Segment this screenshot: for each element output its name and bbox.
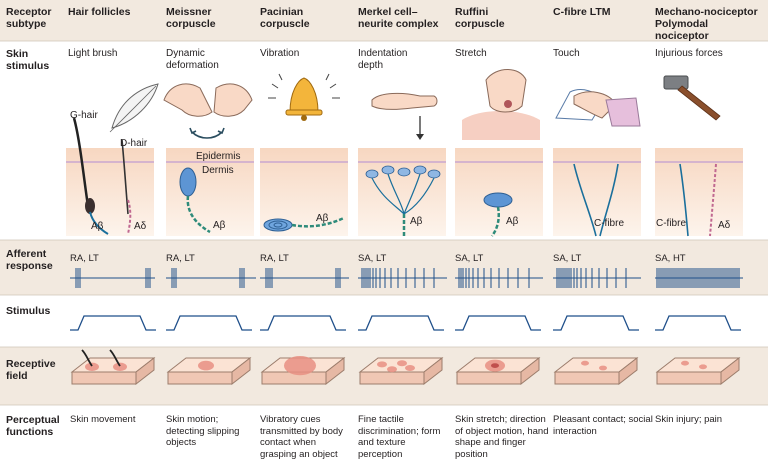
stimulus-indentation-depth: Indentation depth (358, 48, 408, 71)
receptive-spot (681, 360, 689, 366)
col-head-hair-follicles: Hair follicles (68, 6, 131, 18)
response-band (0, 240, 768, 295)
receptive-spot (85, 362, 99, 371)
stimulus-trace (70, 315, 156, 331)
skin-section-merkel (358, 148, 446, 236)
response-merkel: SA, LT (358, 253, 387, 264)
stimulus-trace (358, 315, 444, 331)
row-label-stimulus: Stimulus (6, 305, 51, 317)
stimulus-touch: Touch (553, 48, 580, 59)
d-hair-label: D-hair (120, 138, 148, 149)
a-beta-label-hair: Aβ (91, 221, 104, 232)
response-ruffini: SA, LT (455, 253, 484, 264)
stimulus-dynamic-deformation: Dynamic deformation (166, 48, 219, 71)
col-head-nociceptor: Mechano-nociceptor Polymodal nociceptor (655, 6, 758, 42)
stimulus-trace (655, 315, 741, 331)
bell-icon (268, 73, 340, 121)
row-label-receptor-subtype: Receptor subtype (6, 6, 52, 30)
hair-icon (109, 349, 121, 367)
receptive-spot (699, 364, 707, 370)
a-delta-label-hair: Aδ (134, 221, 147, 232)
a-beta-label-ruffini: Aβ (506, 216, 519, 227)
a-beta-label-meissner: Aβ (213, 220, 226, 231)
row-label-perceptual-functions: Perceptual functions (6, 414, 60, 438)
receptive-spot (284, 356, 316, 376)
stimulus-trace (260, 315, 346, 331)
a-delta-label-nociceptor: Aδ (718, 220, 731, 231)
receptive-spot (198, 360, 214, 371)
g-hair-label: G-hair (70, 110, 98, 121)
stimulus-trace (455, 315, 541, 331)
col-head-pacinian: Pacinian corpuscle (260, 6, 310, 30)
stimulus-light-brush: Light brush (68, 48, 118, 59)
stimulus-injurious-forces: Injurious forces (655, 48, 723, 59)
feather-icon (109, 83, 159, 133)
col-head-ruffini: Ruffini corpuscle (455, 6, 505, 30)
perception-nociceptor: Skin injury; pain (655, 414, 723, 425)
perception-pacinian: Vibratory cues transmitted by body conta… (260, 414, 343, 460)
perception-merkel: Fine tactile discrimination; form and te… (358, 414, 441, 460)
stimulus-vibration: Vibration (260, 48, 300, 59)
epidermis-label: Epidermis (196, 151, 241, 162)
receptive-spot (397, 360, 407, 367)
perception-ruffini: Skin stretch; direction of object motion… (455, 414, 549, 460)
handshake-icon (555, 89, 641, 127)
c-fibre-label-nociceptor: C-fibre (656, 218, 687, 229)
perception-meissner: Skin motion; detecting slipping objects (166, 414, 240, 448)
response-hair: RA, LT (70, 253, 99, 264)
col-head-merkel: Merkel cell–neurite complex (358, 6, 439, 30)
stimulus-trace (166, 315, 252, 331)
hammer-icon (663, 75, 721, 121)
pinch-icon (462, 69, 540, 140)
response-meissner: RA, LT (166, 253, 195, 264)
response-pacinian: RA, LT (260, 253, 289, 264)
receptive-spot (387, 366, 397, 373)
row-label-skin-stimulus: Skin stimulus (6, 48, 50, 72)
receptive-spot (405, 365, 415, 371)
header-band (0, 0, 768, 41)
row-label-afferent-response: Afferent response (6, 248, 53, 272)
dermis-label: Dermis (202, 165, 234, 176)
response-nociceptor: SA, HT (655, 253, 686, 264)
receptive-spot (599, 365, 607, 371)
c-fibre-label-ltm: C-fibre (594, 218, 625, 229)
perception-hair: Skin movement (70, 414, 136, 425)
hands-icon (163, 83, 253, 139)
receptive-spot (581, 360, 589, 366)
perception-c-fibre: Pleasant contact; social interaction (553, 414, 653, 437)
finger-press-icon (371, 92, 438, 140)
stimulus-stretch: Stretch (455, 48, 487, 59)
pacinian-corpuscle-icon (263, 218, 293, 232)
a-beta-label-merkel: Aβ (410, 216, 423, 227)
receptive-spot (113, 362, 127, 371)
receptive-spot (377, 361, 387, 368)
col-head-c-fibre-ltm: C-fibre LTM (553, 6, 611, 18)
row-label-receptive-field: Receptive field (6, 358, 56, 382)
stimulus-trace (553, 315, 639, 331)
hair-icon (81, 349, 93, 367)
col-head-meissner: Meissner corpuscle (166, 6, 216, 30)
response-c-fibre: SA, LT (553, 253, 582, 264)
a-beta-label-pacinian: Aβ (316, 213, 329, 224)
